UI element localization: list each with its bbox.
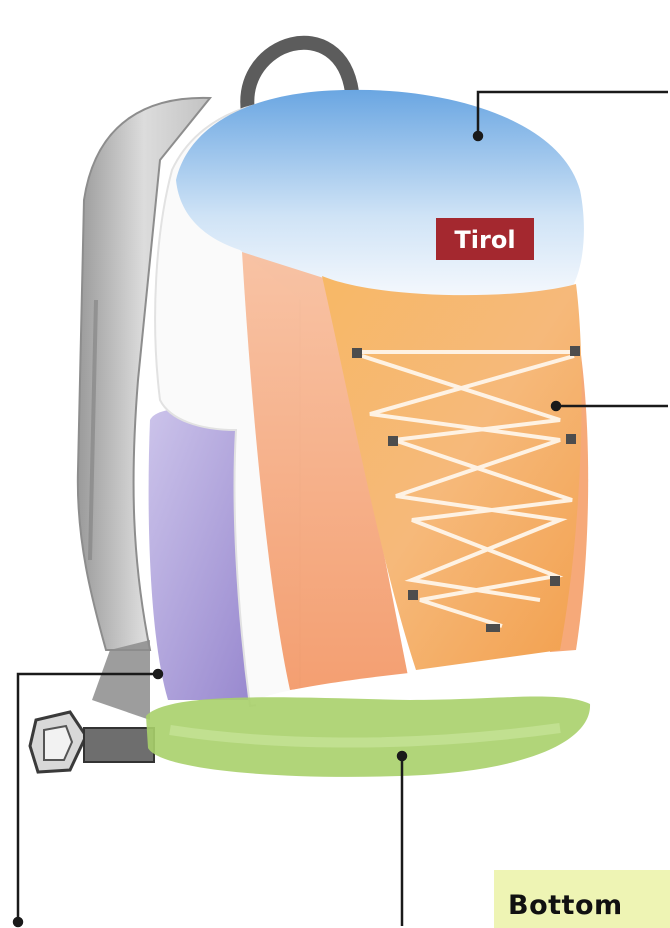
logo-text: Tirol [454, 226, 515, 254]
buckle-icon [30, 712, 154, 772]
waist-strap [92, 640, 150, 720]
bottom-label: Bottom [508, 890, 623, 921]
callout-bottom [398, 752, 406, 926]
bottom-label-box: Bottom [494, 870, 670, 928]
logo-patch: Tirol [436, 218, 534, 260]
